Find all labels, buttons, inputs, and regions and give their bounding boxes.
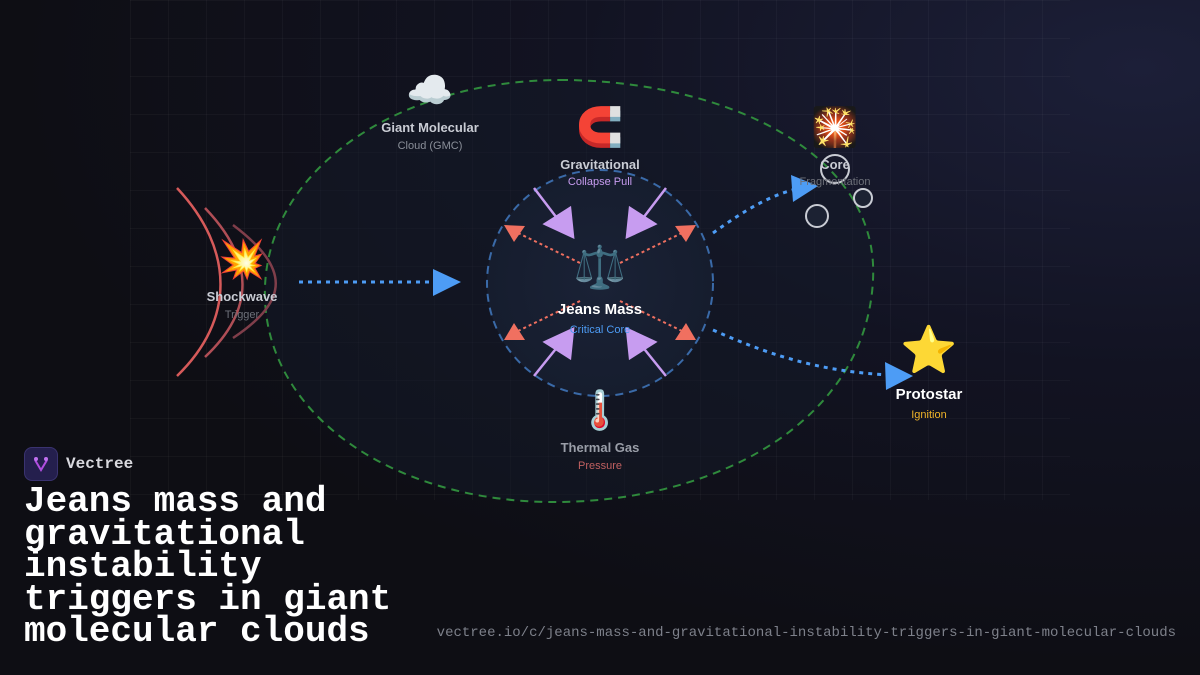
node-jeans-mass[interactable]: Jeans Mass Critical Core [558, 301, 642, 336]
node-subtitle: Cloud (GMC) [397, 140, 463, 152]
node-title: Jeans Mass [557, 301, 643, 318]
page-url[interactable]: vectree.io/c/jeans-mass-and-gravitationa… [436, 625, 1176, 641]
node-gmc[interactable]: Giant Molecular Cloud (GMC) [381, 120, 479, 152]
cloud-icon: ☁️ [406, 70, 454, 112]
jeans-core-boundary [486, 169, 714, 397]
node-core[interactable]: Core Fragmentation [800, 157, 871, 188]
node-gravitational[interactable]: Gravitational Collapse Pull [560, 157, 639, 188]
node-thermal-gas[interactable]: Thermal Gas Pressure [561, 440, 640, 472]
gravity-arrows [533, 187, 667, 377]
shockwave-arcs [176, 187, 277, 377]
core-to-fragmentation-arrow [712, 186, 801, 235]
node-title: Protostar [895, 386, 963, 403]
node-subtitle: Collapse Pull [567, 176, 633, 188]
node-subtitle: Pressure [577, 460, 623, 472]
thermometer-icon: 🌡️ [576, 390, 624, 432]
brand-name: Vectree [66, 455, 134, 473]
node-subtitle: Ignition [911, 409, 947, 421]
node-title: Thermal Gas [560, 440, 640, 455]
node-subtitle: Trigger [224, 309, 260, 321]
node-subtitle: Fragmentation [799, 176, 871, 188]
brand[interactable]: Vectree [24, 447, 133, 481]
flow-arrows [299, 175, 913, 390]
vectree-logo-icon [24, 447, 58, 481]
pressure-arrows [504, 225, 696, 340]
node-title: Shockwave [206, 289, 278, 304]
fragment-circles [805, 154, 873, 228]
explosion-icon: 💥 [218, 239, 266, 281]
page-title: Jeans mass and gravitational instability… [24, 481, 392, 652]
node-subtitle: Critical Core [569, 324, 631, 336]
core-to-protostar-arrow [712, 328, 891, 377]
node-title: Core [820, 157, 850, 172]
node-protostar[interactable]: Protostar Ignition [896, 386, 963, 421]
scales-icon: ⚖️ [573, 243, 627, 291]
node-title: Gravitational [560, 157, 640, 172]
sparkler-icon: 🎇 [811, 107, 859, 149]
magnet-icon: 🧲 [576, 107, 624, 149]
node-shockwave[interactable]: Shockwave Trigger [207, 289, 278, 321]
star-icon: ⭐ [900, 323, 958, 376]
node-title: Giant Molecular [381, 120, 479, 135]
